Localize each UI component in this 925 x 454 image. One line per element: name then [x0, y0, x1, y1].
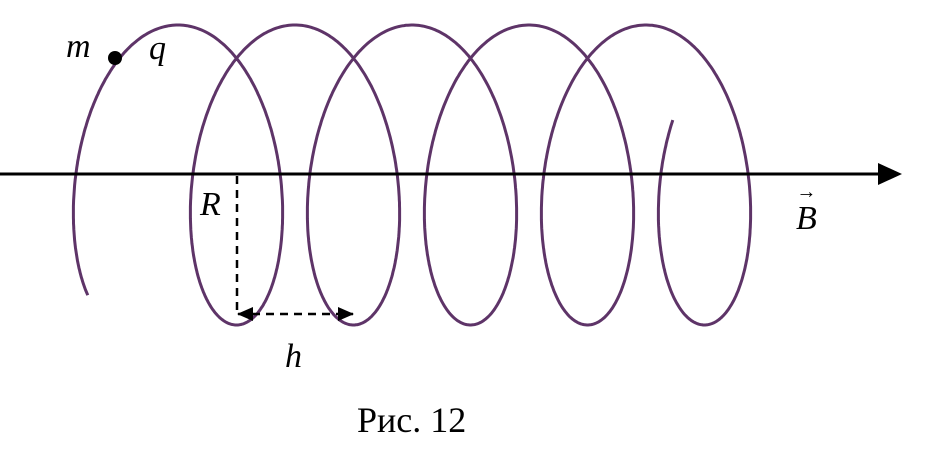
axis-arrowhead	[878, 163, 902, 185]
charge-label: q	[149, 30, 166, 67]
mass-label: m	[66, 28, 91, 65]
particle-dot	[108, 51, 122, 65]
field-label-text: B	[796, 200, 817, 237]
pitch-label: h	[285, 338, 302, 375]
field-label: → B	[796, 182, 817, 236]
radius-label: R	[200, 186, 221, 223]
helix-trajectory	[71, 23, 753, 327]
vector-arrow-mark: →	[796, 181, 817, 203]
figure-caption: Рис. 12	[357, 400, 467, 440]
